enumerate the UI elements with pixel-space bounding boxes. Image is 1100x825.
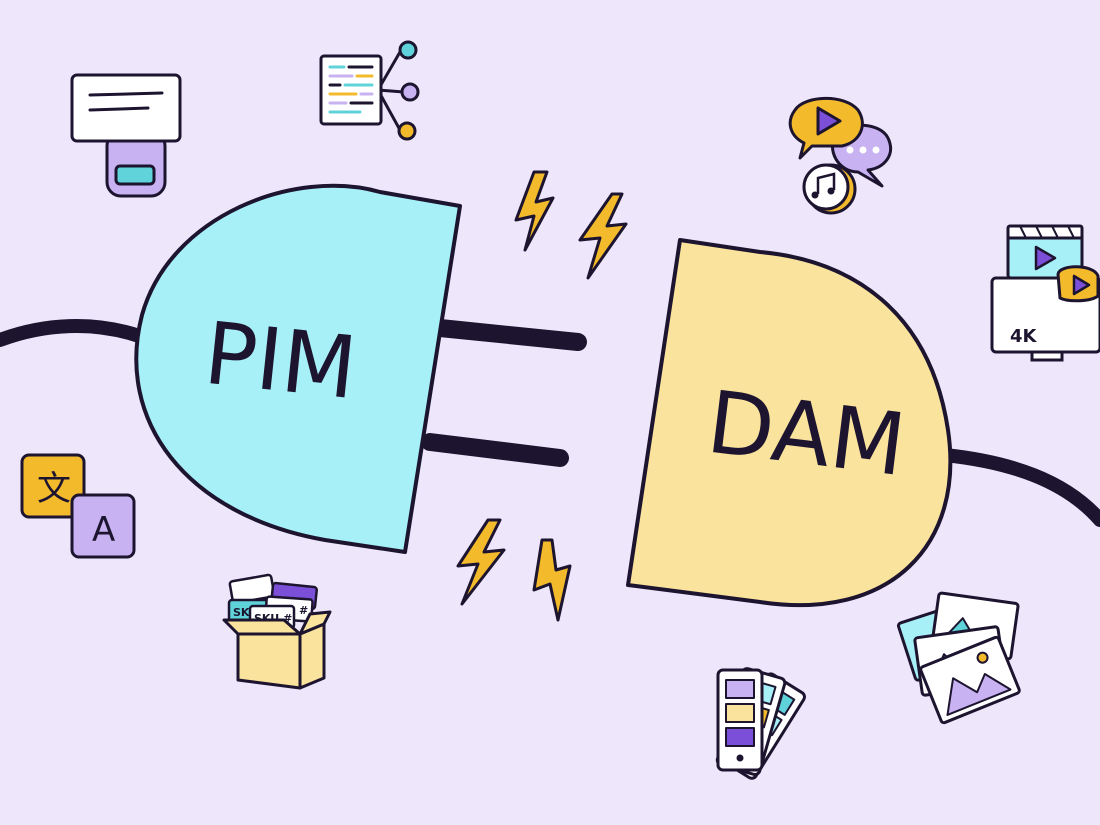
video-monitor-icon: 4K (990, 224, 1100, 362)
pim-plug (134, 183, 462, 554)
color-swatches-icon (715, 667, 806, 780)
plug-prong-top (431, 319, 587, 351)
right-cable (938, 448, 1100, 527)
dam-plug (626, 238, 953, 608)
sku-box-icon: SK SKU # SKU # (222, 573, 332, 690)
resolution-label: 4K (1010, 326, 1038, 347)
bolt-icon (532, 538, 572, 622)
plug-prong-bottom (421, 433, 569, 467)
data-sheet-icon (319, 40, 420, 141)
bolt-icon (514, 170, 555, 252)
product-info-icon (70, 73, 182, 198)
translate-glyph-latin: A (92, 510, 115, 550)
play-icon (816, 106, 842, 136)
bolt-icon (578, 192, 628, 280)
pim-label: PIM (200, 304, 361, 419)
photo-stack-icon (896, 591, 1021, 725)
lightning-bolts (456, 170, 628, 622)
music-icon (802, 163, 850, 211)
translate-icon: 文 A (20, 453, 136, 559)
bolt-icon (456, 518, 506, 606)
dam-label: DAM (702, 373, 910, 496)
sku-tag-short: SK (233, 606, 250, 619)
left-cable (0, 319, 157, 347)
translate-glyph-cjk: 文 (37, 469, 71, 509)
box-icon (236, 632, 302, 690)
media-chat-icon (788, 96, 892, 215)
